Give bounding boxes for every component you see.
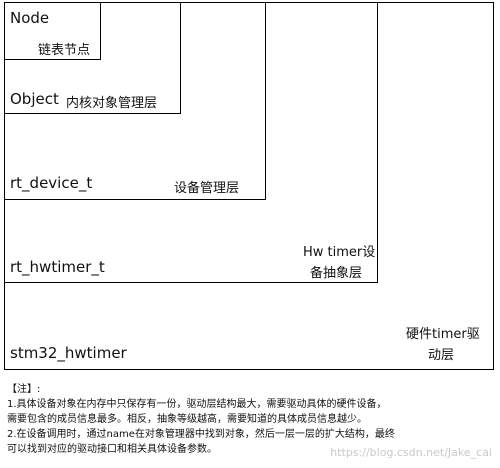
notes-line-1: 1.具体设备对象在内存中只保存有一份，驱动层结构最大，需要驱动具体的硬件设备， <box>7 399 387 410</box>
notes-block: 【注】: 1.具体设备对象在内存中只保存有一份，驱动层结构最大，需要驱动具体的硬… <box>7 382 497 457</box>
node-desc: 链表节点 <box>38 43 91 58</box>
stm32-name: stm32_hwtimer <box>10 344 127 362</box>
hwtimer-desc-line2: 备抽象层 <box>310 266 363 281</box>
device-name: rt_device_t <box>10 174 93 192</box>
hwtimer-name: rt_hwtimer_t <box>10 258 105 276</box>
device-desc: 设备管理层 <box>174 181 240 196</box>
object-name: Object <box>10 90 59 108</box>
hwtimer-desc-line1: Hw timer设 <box>303 245 376 260</box>
notes-line-4: 可以找到对应的驱动接口和相关具体设备参数。 <box>7 444 217 455</box>
node-name: Node <box>10 9 50 27</box>
node-layer-box <box>4 2 101 60</box>
stm32-desc-line1: 硬件timer驱 <box>406 327 480 342</box>
notes-line-2: 需要包含的成员信息最多。相反，抽象等级越高，需要知道的具体成员信息越少。 <box>7 414 367 425</box>
notes-title: 【注】: <box>7 384 41 395</box>
stm32-desc-line2: 动层 <box>428 348 455 363</box>
object-desc: 内核对象管理层 <box>66 96 158 111</box>
watermark: https://blog.csdn.net/Jake_cai <box>330 446 492 459</box>
notes-line-3: 2.在设备调用时，通过name在对象管理器中找到对象，然后一层一层的扩大结构，最… <box>7 429 395 440</box>
